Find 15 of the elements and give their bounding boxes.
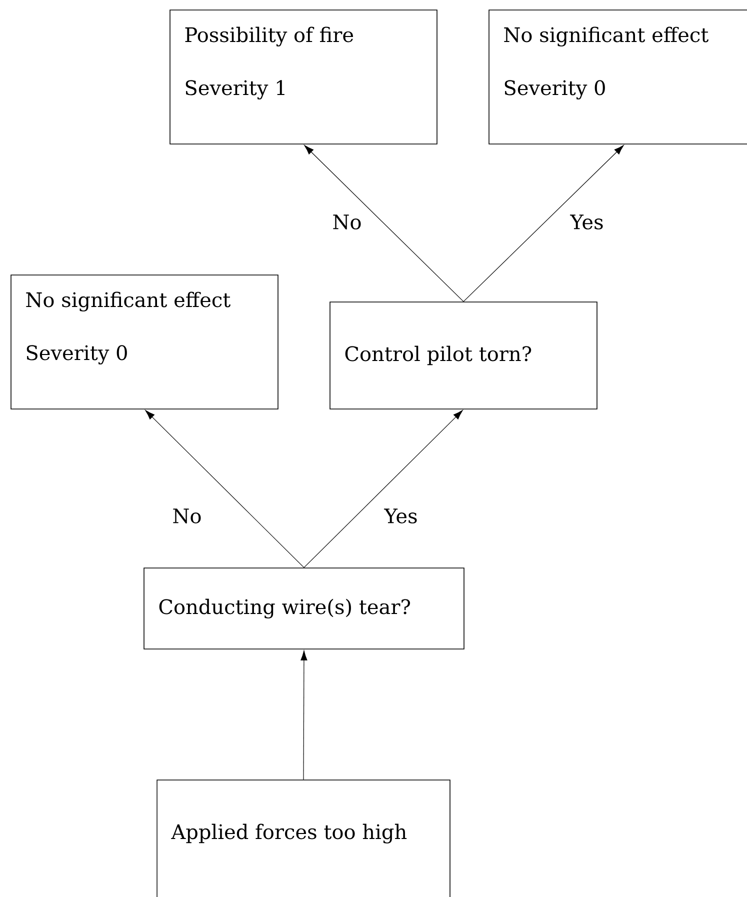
edge-label: No — [331, 214, 363, 230]
arrow — [145, 410, 304, 568]
process-box: Applied forces too high — [156, 780, 450, 897]
arrow — [463, 145, 624, 302]
edge-label: No — [171, 508, 203, 524]
process-box: No significant effect Severity 0 — [10, 274, 278, 410]
edge-label: Yes — [383, 508, 419, 524]
arrow — [304, 410, 463, 568]
process-box: Possibility of fire Severity 1 — [170, 10, 438, 144]
arrow — [300, 650, 308, 780]
edge-label: Yes — [569, 214, 605, 230]
process-box: No significant effect Severity 0 — [488, 10, 747, 144]
process-box: Conducting wire(s) tear? — [144, 568, 464, 650]
process-box: Control pilot torn? — [330, 302, 598, 410]
arrow — [304, 145, 464, 302]
